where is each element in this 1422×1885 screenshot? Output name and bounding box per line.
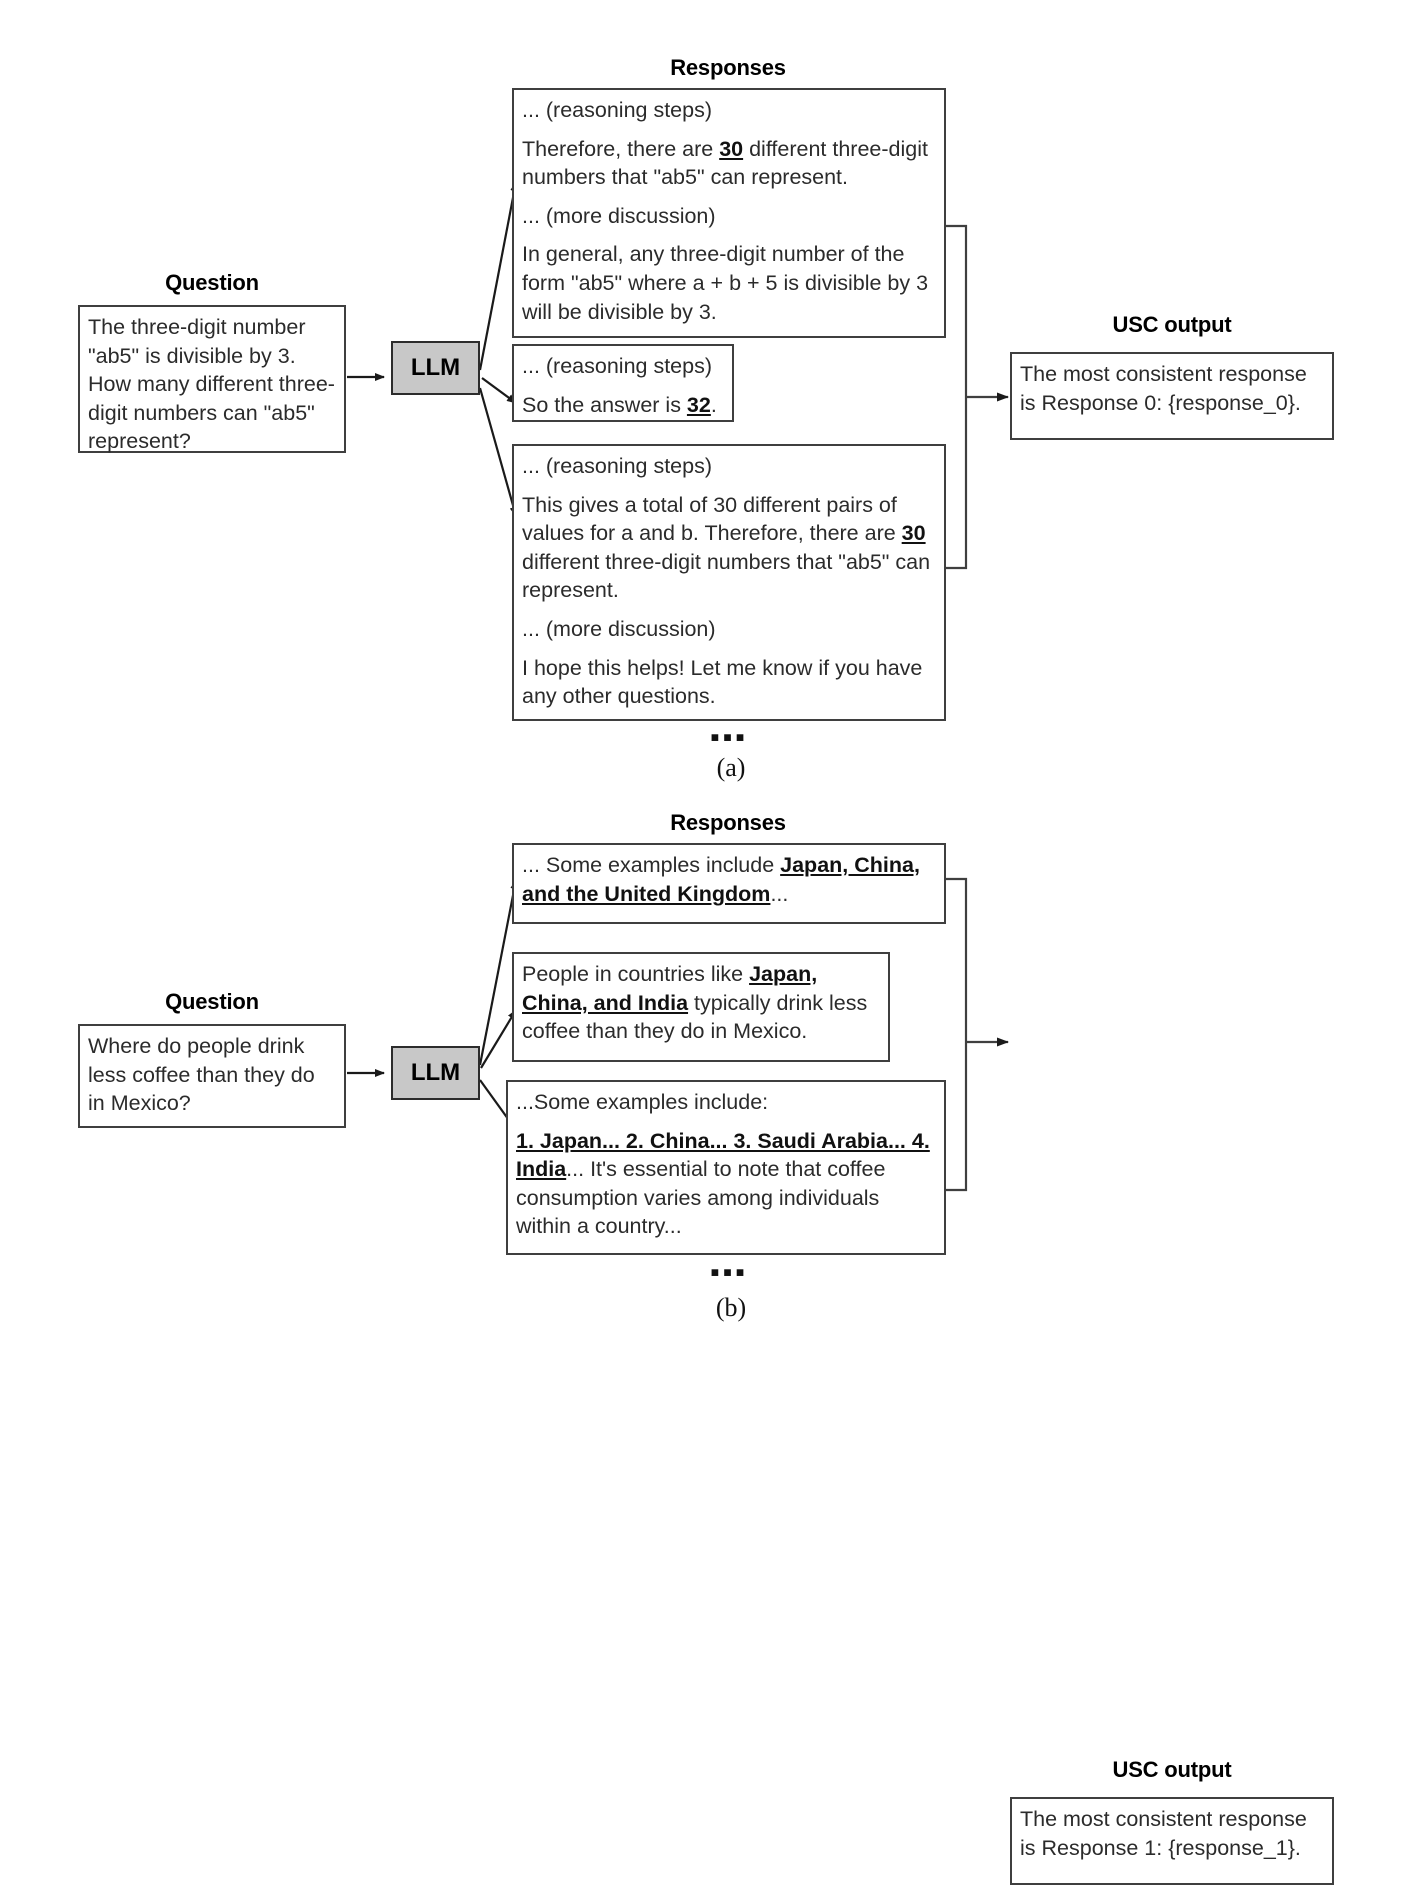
responses-ellipsis-a: ▪▪▪ — [710, 722, 748, 752]
llm-box-b: LLM — [391, 1046, 480, 1100]
response-line: ... (reasoning steps) — [522, 454, 713, 478]
response-line: Therefore, there are 30 different three-… — [522, 136, 928, 190]
response-line: 1. Japan... 2. China... 3. Saudi Arabia.… — [516, 1128, 930, 1239]
usc-output-header-b: USC output — [1112, 1757, 1232, 1782]
panel-caption-b: (b) — [715, 1293, 747, 1322]
question-header-b: Question — [165, 989, 259, 1014]
highlighted-answer: 30 — [719, 136, 744, 161]
response-line: ...Some examples include: — [516, 1090, 769, 1114]
response-line: ... (more discussion) — [522, 203, 716, 228]
responses-header-a: Responses — [670, 55, 786, 80]
question-box-a: The three-digit number "ab5" is divisibl… — [78, 305, 346, 453]
responses-ellipsis-b: ▪▪▪ — [710, 1257, 748, 1287]
question-text-a: The three-digit number "ab5" is divisibl… — [88, 315, 335, 454]
highlighted-answer: Japan, China, and the United Kingdom — [522, 853, 920, 906]
response-box-0-a: ... (reasoning steps) Therefore, there ar… — [512, 88, 946, 338]
question-header-a: Question — [165, 270, 259, 295]
usc-output-header-a: USC output — [1112, 312, 1232, 337]
panel-b: Question Where do people drink less coff… — [0, 800, 1422, 1885]
highlighted-answer: 1. Japan... 2. China... 3. Saudi Arabia.… — [516, 1128, 930, 1182]
response-box-2-a: ... (reasoning steps) This gives a total … — [512, 444, 946, 721]
response-line: ... Some examples include Japan, China, … — [522, 853, 920, 906]
response-line: In general, any three-digit number of th… — [522, 242, 929, 324]
llm-box-a: LLM — [391, 341, 480, 395]
usc-output-text-b: The most consistent response is Response… — [1020, 1807, 1307, 1860]
response-line: I hope this helps! Let me know if you ha… — [522, 655, 923, 709]
highlighted-answer: Japan, China, and India — [522, 962, 818, 1015]
response-line: ... (more discussion) — [522, 616, 716, 641]
llm-label-b: LLM — [410, 1059, 461, 1086]
response-box-1-b: People in countries like Japan, China, a… — [512, 952, 890, 1062]
response-box-2-b: ...Some examples include: 1. Japan... 2. … — [506, 1080, 946, 1255]
highlighted-answer: 30 — [901, 521, 926, 546]
response-box-0-b: ... Some examples include Japan, China, … — [512, 843, 946, 924]
response-line: So the answer is 32. — [522, 392, 717, 417]
question-box-b: Where do people drink less coffee than t… — [78, 1024, 346, 1128]
question-text-b: Where do people drink less coffee than t… — [88, 1034, 315, 1116]
panel-caption-a: (a) — [716, 753, 746, 782]
response-line: This gives a total of 30 different pairs… — [522, 492, 931, 603]
llm-label-a: LLM — [410, 354, 461, 381]
responses-header-b: Responses — [670, 810, 786, 835]
usc-output-box-b: The most consistent response is Response… — [1010, 1797, 1334, 1885]
response-line: People in countries like Japan, China, a… — [522, 962, 868, 1044]
response-line: ... (reasoning steps) — [522, 354, 713, 378]
response-line: ... (reasoning steps) — [522, 98, 713, 122]
highlighted-answer: 32 — [686, 392, 711, 417]
panel-a: Question The three-digit number "ab5" is… — [0, 0, 1422, 800]
usc-output-text-a: The most consistent response is Response… — [1020, 362, 1307, 415]
usc-output-box-a: The most consistent response is Response… — [1010, 352, 1334, 440]
response-box-1-a: ... (reasoning steps) So the answer is 32… — [512, 344, 734, 422]
